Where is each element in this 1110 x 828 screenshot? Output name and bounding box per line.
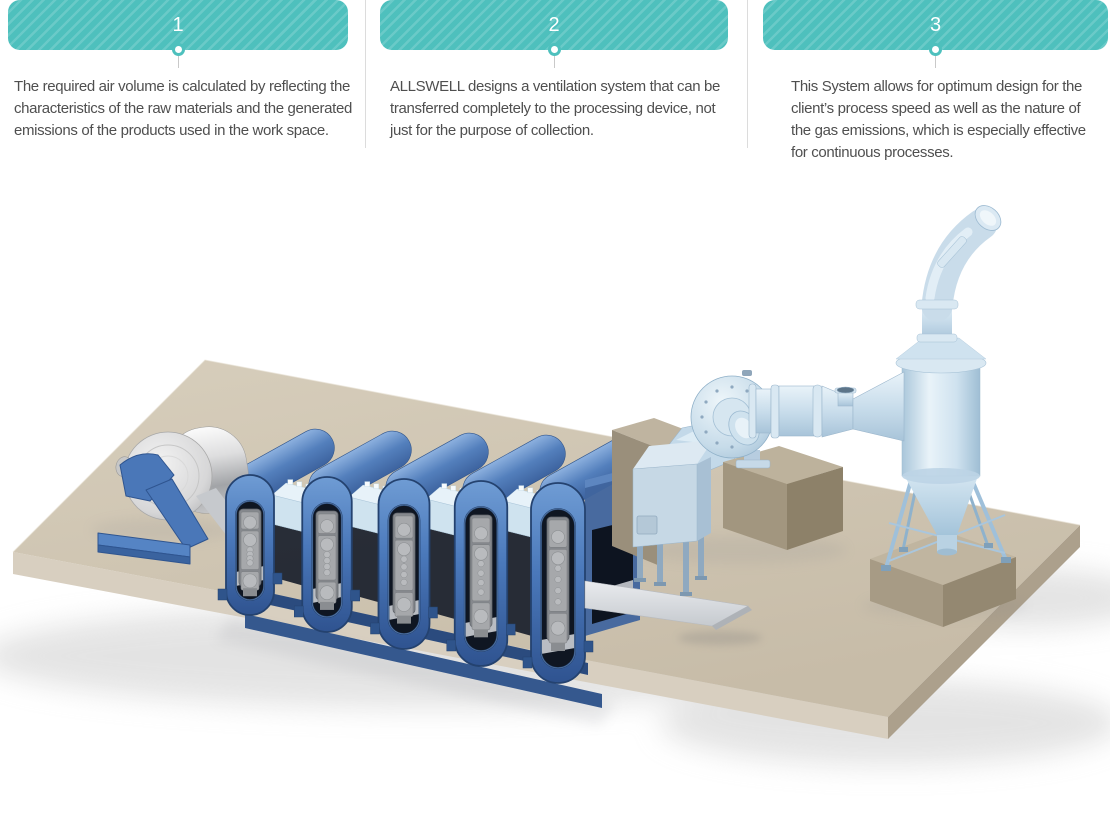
step-number-3: 3 [929,13,942,36]
step-card-2: 2 ALLSWELL designs a ventilation system … [365,0,747,142]
process-unit-3 [370,478,438,650]
process-steps: 1 The required air volume is calculated … [0,0,1110,178]
connector-dot-icon [547,43,561,56]
ventilation-system-illustration [0,205,1110,765]
control-panel-3 [392,512,416,624]
cyclone-body [901,362,981,477]
base-rail-front [245,614,602,708]
step-number-2: 2 [548,13,560,36]
cyclone-feet [881,543,1011,571]
dust-outlet [937,535,957,552]
step-description-2: ALLSWELL designs a ventilation system th… [390,78,720,139]
process-unit-1 [217,474,283,616]
step-connector-2 [365,43,747,69]
cyclone-inlet-transition [852,371,905,442]
web-sheet [584,580,762,645]
step-card-3: 3 This System allows for optimum design … [747,0,1110,164]
hood-legs [634,528,707,596]
step-banner-2: 2 [380,0,728,50]
chamber-base-4 [502,485,554,638]
connector-stem [935,56,936,68]
column-divider [747,0,748,148]
chamber-base-3 [425,483,477,621]
process-unit-4 [446,480,516,667]
step-number-1: 1 [172,13,184,36]
connector-dot-icon [171,43,185,56]
stack-outlet-opening [974,205,1002,231]
control-panel-5 [546,516,570,652]
process-chambers [217,466,640,708]
fan-outlet-duct [748,371,905,442]
step-card-1: 1 The required air volume is calculated … [0,0,365,142]
centrifugal-fan [690,370,905,469]
column-divider [365,0,366,148]
step-banner-3: 3 [763,0,1108,50]
step-connector-1 [0,43,365,69]
hood-access-panel [636,515,658,535]
step-connector-3 [747,43,1110,69]
control-panel-4 [469,514,493,638]
cyclone-cone [903,473,979,556]
exhaust-stack [915,205,1002,343]
step-description-3: This System allows for optimum design fo… [791,78,1086,161]
connector-stem [553,56,555,68]
connector-stem [177,56,179,68]
control-panel-2 [315,510,339,610]
connector-dot-icon [929,43,942,56]
roll-stand [97,453,209,565]
fan-base-plate [735,459,771,469]
step-description-1: The required air volume is calculated by… [14,78,352,139]
fan-lifting-lug [742,370,752,376]
control-panel-1 [238,508,262,597]
cyclone-pedestal [870,531,1016,627]
step-banner-1: 1 [8,0,348,50]
cyclone-dust-collector [870,205,1016,627]
process-unit-5 [522,482,594,684]
collection-hood [632,440,713,548]
process-unit-2 [294,476,360,633]
